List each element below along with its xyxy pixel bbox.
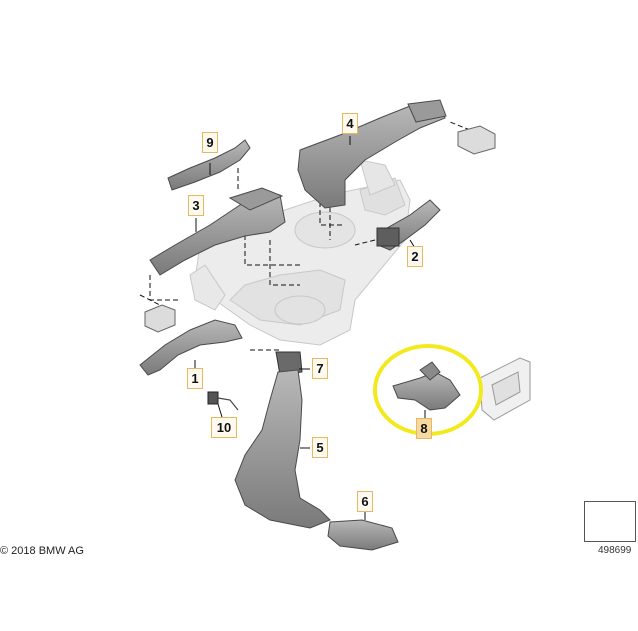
rear-vent-panel	[479, 357, 531, 421]
callout-1[interactable]: 1	[187, 368, 203, 389]
copyright-text: © 2018 BMW AG	[0, 545, 84, 557]
callout-5[interactable]: 5	[312, 437, 328, 458]
part-10-sensor	[207, 391, 239, 411]
part-5-duct	[234, 369, 331, 529]
part-2-flap	[376, 227, 400, 247]
part-1-duct	[139, 319, 243, 376]
callout-4[interactable]: 4	[342, 113, 358, 134]
vent-outlet-right	[457, 125, 496, 155]
callout-9[interactable]: 9	[202, 132, 218, 153]
part-8-duct	[392, 371, 461, 411]
part-3-duct	[149, 191, 286, 276]
part-7-connector	[275, 351, 303, 376]
callout-3[interactable]: 3	[188, 195, 204, 216]
part-4-duct-end	[407, 99, 447, 123]
part-8-duct-top	[419, 361, 441, 381]
part-6-duct-end	[327, 519, 399, 551]
symbol-box	[584, 501, 636, 542]
callout-7[interactable]: 7	[312, 358, 328, 379]
part-3-duct-top	[228, 187, 284, 211]
hvac-unit-ghost	[189, 159, 411, 346]
leader-lines	[194, 136, 426, 520]
callout-6[interactable]: 6	[357, 491, 373, 512]
diagram-number: 498699	[598, 545, 632, 556]
callout-10[interactable]: 10	[211, 417, 237, 438]
part-9-duct	[167, 139, 251, 191]
vent-outlet-left	[144, 304, 176, 333]
part-4-duct	[297, 103, 446, 209]
callout-2[interactable]: 2	[407, 246, 423, 267]
callout-8[interactable]: 8	[416, 418, 432, 439]
